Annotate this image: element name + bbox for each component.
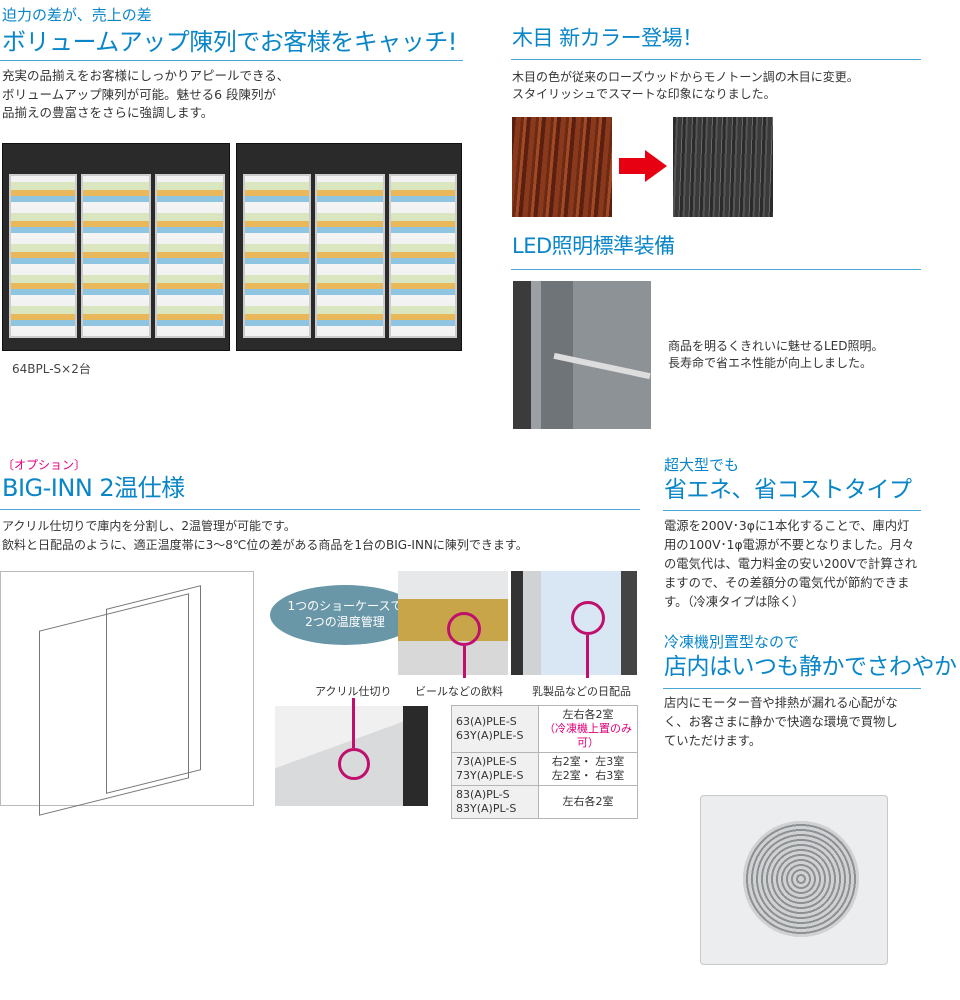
- led-body: 商品を明るくきれいに魅せるLED照明。 長寿命で省エネ性能が向上しました。: [668, 339, 884, 370]
- eco-subtitle: 超大型でも: [664, 456, 740, 474]
- highlight-circle: [447, 612, 481, 646]
- condenser-unit-photo: [700, 795, 888, 965]
- highlight-circle: [338, 748, 370, 780]
- showcase-photo: [2, 143, 462, 351]
- divider: [0, 509, 640, 510]
- divider: [511, 59, 921, 60]
- arrow-head-icon: [645, 150, 667, 182]
- quiet-subtitle: 冷凍機別置型なので: [664, 633, 800, 651]
- wood-title: 木目 新カラー登場！: [512, 26, 703, 50]
- temperature-bubble: 1つのショーケースで 2つの温度管理: [270, 585, 420, 645]
- eco-title: 省エネ、省コストタイプ: [664, 477, 912, 503]
- eco-body: 電源を200V･3φに1本化することで、庫内灯 用の100V･1φ電源が不要とな…: [664, 519, 918, 609]
- volume-subtitle: 迫力の差が、売上の差: [2, 6, 152, 24]
- monotone-swatch: [673, 117, 773, 217]
- pointer-line: [586, 635, 589, 678]
- divider: [511, 269, 921, 270]
- cabinet-diagram: [0, 571, 254, 816]
- biginn-body: アクリル仕切りで庫内を分割し、2温管理が可能です。 飲料と日配品のように、適正温…: [2, 519, 528, 552]
- arrow-right-icon: [619, 158, 645, 174]
- divider: [663, 688, 921, 689]
- volume-title: ボリュームアップ陳列でお客様をキャッチ!: [2, 28, 457, 56]
- pointer-line: [352, 698, 355, 748]
- quiet-body: 店内にモーター音や排熱が漏れる心配がな く、お客さまに静かで快適な環境で買物し …: [664, 696, 898, 748]
- showcase-caption: 64BPL-S×2台: [12, 362, 91, 376]
- quiet-title: 店内はいつも静かでさわやか: [664, 654, 957, 680]
- pointer-line: [463, 646, 466, 678]
- led-photo: [513, 281, 651, 429]
- biginn-title: BIG-INN 2温仕様: [2, 474, 185, 502]
- label-beverage: ビールなどの飲料: [415, 685, 503, 698]
- option-tag: 〔オプション〕: [2, 458, 87, 472]
- divider: [0, 60, 463, 61]
- divider: [663, 510, 921, 511]
- label-dairy: 乳製品などの日配品: [532, 685, 631, 698]
- highlight-circle: [571, 601, 605, 635]
- rosewood-swatch: [512, 117, 612, 217]
- led-title: LED照明標準装備: [512, 234, 675, 258]
- wood-body: 木目の色が従来のローズウッドからモノトーン調の木目に変更。 スタイリッシュでスマ…: [512, 70, 859, 101]
- volume-body: 充実の品揃えをお客様にしっかりアピールできる、 ボリュームアップ陳列が可能。魅せ…: [2, 68, 290, 120]
- label-acrylic: アクリル仕切り: [315, 685, 392, 698]
